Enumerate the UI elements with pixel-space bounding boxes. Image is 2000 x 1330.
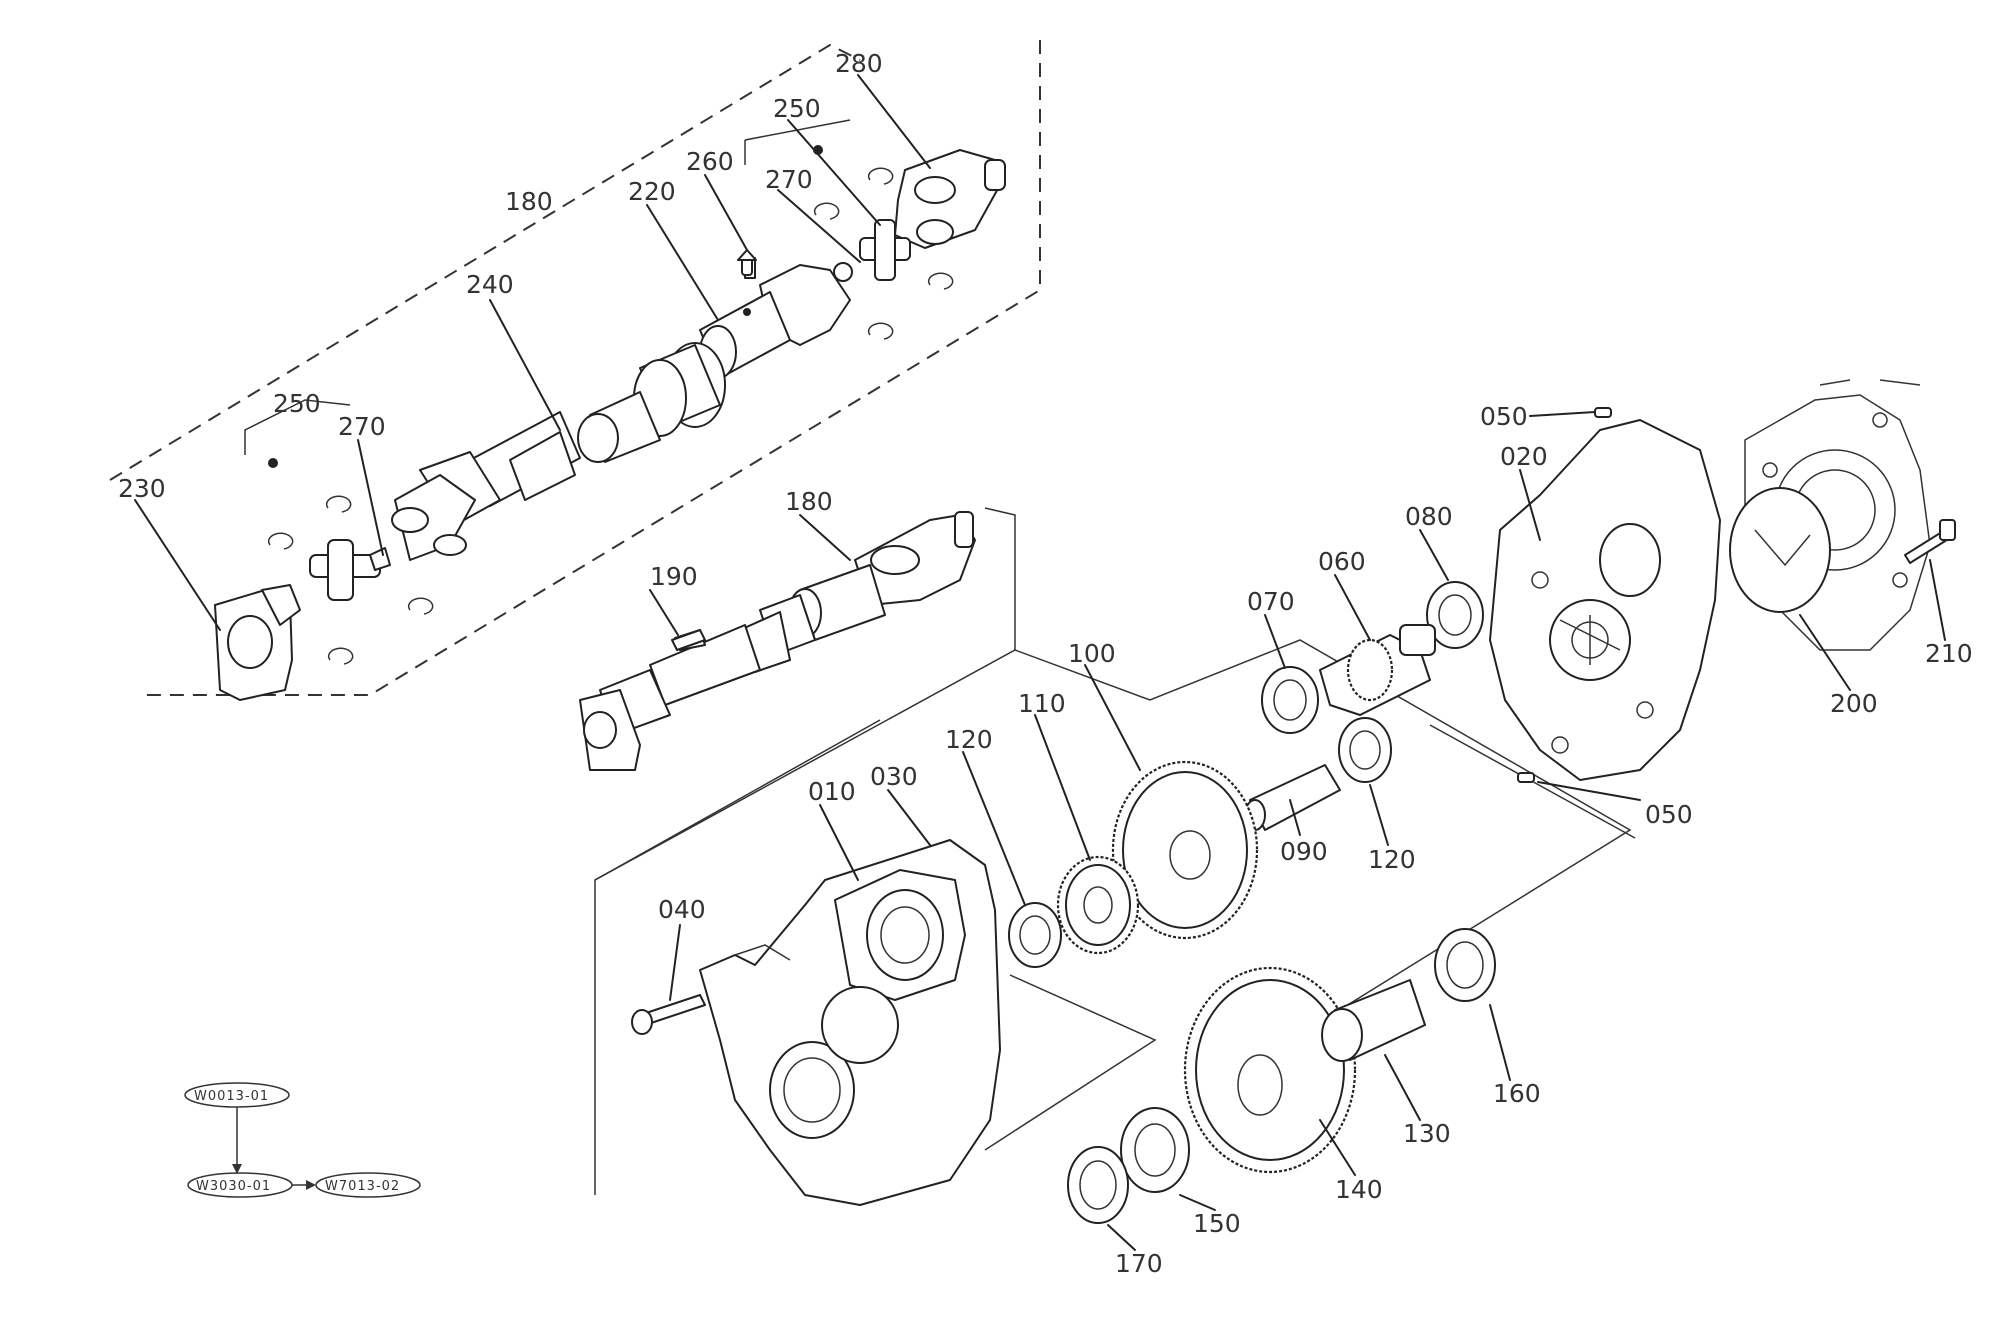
- label-120-lower: 120: [945, 725, 993, 754]
- bearing-120-upper: [1338, 717, 1392, 783]
- bearing-150: [1120, 1107, 1190, 1193]
- label-120-upper: 120: [1368, 845, 1416, 874]
- label-200: 200: [1830, 689, 1878, 718]
- bearing-160: [1434, 928, 1496, 1002]
- label-160: 160: [1493, 1079, 1541, 1108]
- bearing-080: [1426, 581, 1484, 649]
- dowel-pin-050b: [1517, 772, 1535, 783]
- dowel-pin-050a: [1594, 407, 1612, 418]
- label-070: 070: [1247, 587, 1295, 616]
- label-090: 090: [1280, 837, 1328, 866]
- label-050-lower: 050: [1645, 800, 1693, 829]
- rear-housing-020: [1489, 419, 1721, 781]
- label-130: 130: [1403, 1119, 1451, 1148]
- label-210: 210: [1925, 639, 1973, 668]
- label-250-upper: 250: [773, 94, 821, 123]
- bolt-040: [631, 994, 706, 1035]
- label-170: 170: [1115, 1249, 1163, 1278]
- label-250-lower: 250: [273, 389, 321, 418]
- ref-oval-3: [315, 1172, 421, 1198]
- o-ring-200: [1729, 487, 1831, 613]
- label-110: 110: [1018, 689, 1066, 718]
- propeller-shaft-180: [579, 511, 976, 771]
- label-230: 230: [118, 474, 166, 503]
- front-housing-010: [699, 839, 1001, 1206]
- label-140: 140: [1335, 1175, 1383, 1204]
- bearing-070: [1261, 666, 1319, 734]
- ref-code-2: W3030-01: [196, 1179, 271, 1194]
- universal-joint-lower: [267, 458, 434, 665]
- label-060: 060: [1318, 547, 1366, 576]
- label-080: 080: [1405, 502, 1453, 531]
- seal-170: [1067, 1146, 1129, 1224]
- label-100: 100: [1068, 639, 1116, 668]
- label-280: 280: [835, 49, 883, 78]
- label-150: 150: [1193, 1209, 1241, 1238]
- slip-yoke-220: [699, 257, 853, 379]
- flange-yoke-230: [214, 584, 301, 701]
- gear-100: [1111, 760, 1259, 940]
- label-220: 220: [628, 177, 676, 206]
- label-260: 260: [686, 147, 734, 176]
- shaft-090: [1244, 764, 1341, 831]
- label-190: 190: [650, 562, 698, 591]
- label-010: 010: [808, 777, 856, 806]
- splined-sleeve-130: [1321, 979, 1426, 1062]
- label-180-upper: 180: [505, 187, 553, 216]
- universal-joint-upper: [813, 145, 954, 340]
- stud-190: [671, 629, 706, 651]
- label-020: 020: [1500, 442, 1548, 471]
- ref-code-3: W7013-02: [325, 1179, 400, 1194]
- tube-240: [577, 342, 726, 463]
- label-040: 040: [658, 895, 706, 924]
- label-270-upper: 270: [765, 165, 813, 194]
- reference-flow: W0013-01 W3030-01 W7013-02: [184, 1082, 421, 1198]
- gear-140: [1183, 966, 1357, 1174]
- label-240: 240: [466, 270, 514, 299]
- callout-labels: 280 250 260 220 270 180 240 250 270 230 …: [118, 49, 1973, 1278]
- bolt-210: [1904, 519, 1956, 564]
- label-050-upper: 050: [1480, 402, 1528, 431]
- grease-nipple-260: [737, 249, 757, 276]
- leader-lines: [134, 74, 1946, 1251]
- inner-shaft: [391, 411, 581, 561]
- label-270-lower: 270: [338, 412, 386, 441]
- gear-shaft-060: [1319, 624, 1436, 716]
- label-180-middle: 180: [785, 487, 833, 516]
- label-030: 030: [870, 762, 918, 791]
- gear-110: [1056, 855, 1140, 955]
- bearing-120-lower: [1008, 902, 1062, 968]
- ref-code-1: W0013-01: [194, 1089, 269, 1104]
- yoke-280: [894, 149, 1006, 249]
